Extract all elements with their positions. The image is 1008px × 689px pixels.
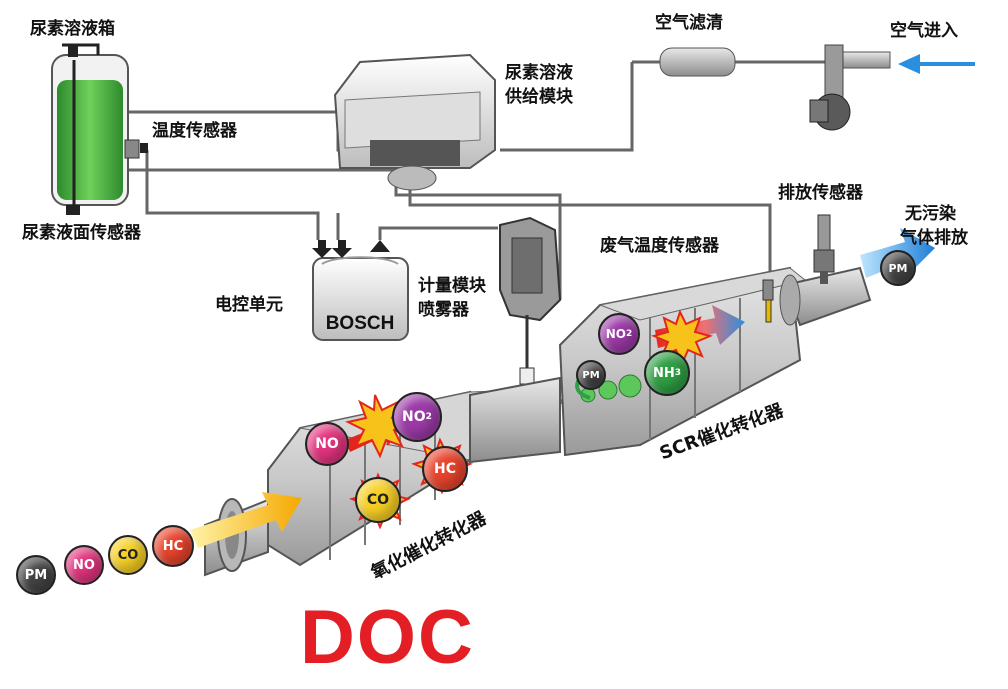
mid-pipe [469,376,561,464]
tail-pipe [779,266,872,327]
label-dosing-1: 计量模块 [418,276,486,296]
inlet-flow-arrow [190,492,302,548]
label-exhaust-temp-sensor: 废气温度传感器 [600,236,719,256]
label-emission-sensor: 排放传感器 [778,183,863,203]
ecu-box [312,240,409,341]
label-air-filter: 空气滤清 [655,13,723,33]
molecule-co-doc: CO [355,477,401,523]
label-dosing-2: 喷雾器 [418,300,469,320]
emission-sensor-probe [813,214,835,284]
molecule-hc-doc: HC [422,446,468,492]
bosch-logo-text: BOSCH [325,313,395,334]
label-air-in: 空气进入 [890,21,958,41]
exhaust-temp-sensor-probe [762,279,774,323]
molecule-no-doc: NO [305,422,349,466]
label-urea-tank: 尿素溶液箱 [30,19,115,39]
molecule-pm-outlet: PM [880,250,916,286]
molecule-no-inlet: NO [64,545,104,585]
label-clean-gas-2: 气体排放 [900,228,968,248]
doc-title: DOC [300,595,475,680]
air-in-arrow [898,54,975,74]
label-level-sensor: 尿素液面传感器 [22,223,141,243]
molecule-pm-inlet: PM [16,555,56,595]
label-clean-gas-1: 无污染 [905,204,956,224]
urea-tank [51,43,148,215]
dosing-module [499,216,586,405]
label-supply-module-2: 供给模块 [505,87,573,107]
molecule-hc-inlet: HC [152,525,194,567]
label-ecu: 电控单元 [215,295,283,315]
label-supply-module-1: 尿素溶液 [505,63,573,83]
molecule-pm-scr: PM [576,360,606,390]
supply-module [333,53,496,191]
label-temp-sensor: 温度传感器 [152,121,237,141]
molecule-co-inlet: CO [108,535,148,575]
air-filter [659,44,891,131]
